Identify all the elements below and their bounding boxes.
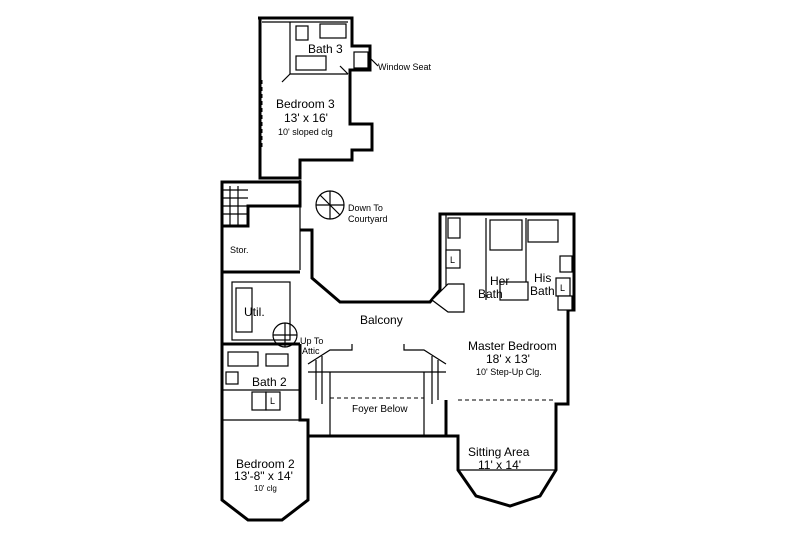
master-suite: [431, 212, 576, 508]
label-his-linen: L: [560, 283, 565, 293]
util-counter: [235, 287, 253, 333]
her-bath-toilet: [447, 217, 461, 239]
room-labels: Bath 3 Window Seat Bedroom 3 13' x 16' 1…: [230, 42, 565, 493]
label-master: Master Bedroom: [468, 339, 557, 353]
label-bedroom3-note: 10' sloped clg: [278, 127, 333, 137]
bath3-tub: [319, 23, 347, 39]
window-seat: [353, 51, 369, 69]
label-bedroom2-note: 10' clg: [254, 484, 277, 493]
his-closet: [557, 295, 573, 311]
bath3-toilet: [295, 25, 309, 41]
label-his: His: [534, 271, 551, 285]
double-vanity: [499, 281, 529, 301]
utility-room: [231, 281, 298, 348]
label-her: Her: [490, 274, 509, 288]
label-bedroom2: Bedroom 2: [236, 457, 295, 471]
her-tub: [431, 283, 465, 313]
label-courtyard: Courtyard: [348, 214, 388, 224]
label-bedroom3-size: 13' x 16': [284, 111, 328, 125]
bath2-linen: [265, 391, 281, 411]
bath2-tub: [227, 351, 259, 367]
label-window-seat: Window Seat: [378, 62, 432, 72]
bedroom3-wing: [258, 16, 379, 180]
label-his-bath: Bath: [530, 284, 555, 298]
bath3-vanity: [295, 55, 327, 71]
label-bedroom3: Bedroom 3: [276, 97, 335, 111]
bedroom2-wing: [220, 344, 310, 522]
bath2-sink: [265, 353, 289, 367]
label-down-to: Down To: [348, 203, 383, 213]
bath2-toilet: [225, 371, 239, 385]
label-attic: Attic: [302, 346, 320, 356]
his-toilet: [559, 255, 573, 273]
her-bath-shower: [489, 219, 523, 251]
label-master-size: 18' x 13': [486, 352, 530, 366]
bath2-closet-a: [251, 391, 267, 411]
label-bath2: Bath 2: [252, 375, 287, 389]
label-her-linen: L: [450, 255, 455, 265]
label-up-to: Up To: [300, 336, 323, 346]
label-balcony: Balcony: [360, 313, 403, 327]
label-bath2-linen: L: [270, 396, 275, 406]
her-linen: [445, 249, 461, 269]
label-master-note: 10' Step-Up Clg.: [476, 367, 542, 377]
label-stor: Stor.: [230, 245, 249, 255]
label-bedroom2-size: 13'-8" x 14': [234, 469, 293, 483]
label-sitting-size: 11' x 14': [478, 458, 521, 472]
label-her-bath: Bath: [478, 287, 503, 301]
label-sitting: Sitting Area: [468, 445, 530, 459]
his-shower: [527, 219, 559, 243]
label-foyer: Foyer Below: [352, 404, 408, 415]
balcony-foyer: [300, 212, 470, 438]
label-bath3: Bath 3: [308, 42, 343, 56]
label-util: Util.: [244, 305, 265, 319]
